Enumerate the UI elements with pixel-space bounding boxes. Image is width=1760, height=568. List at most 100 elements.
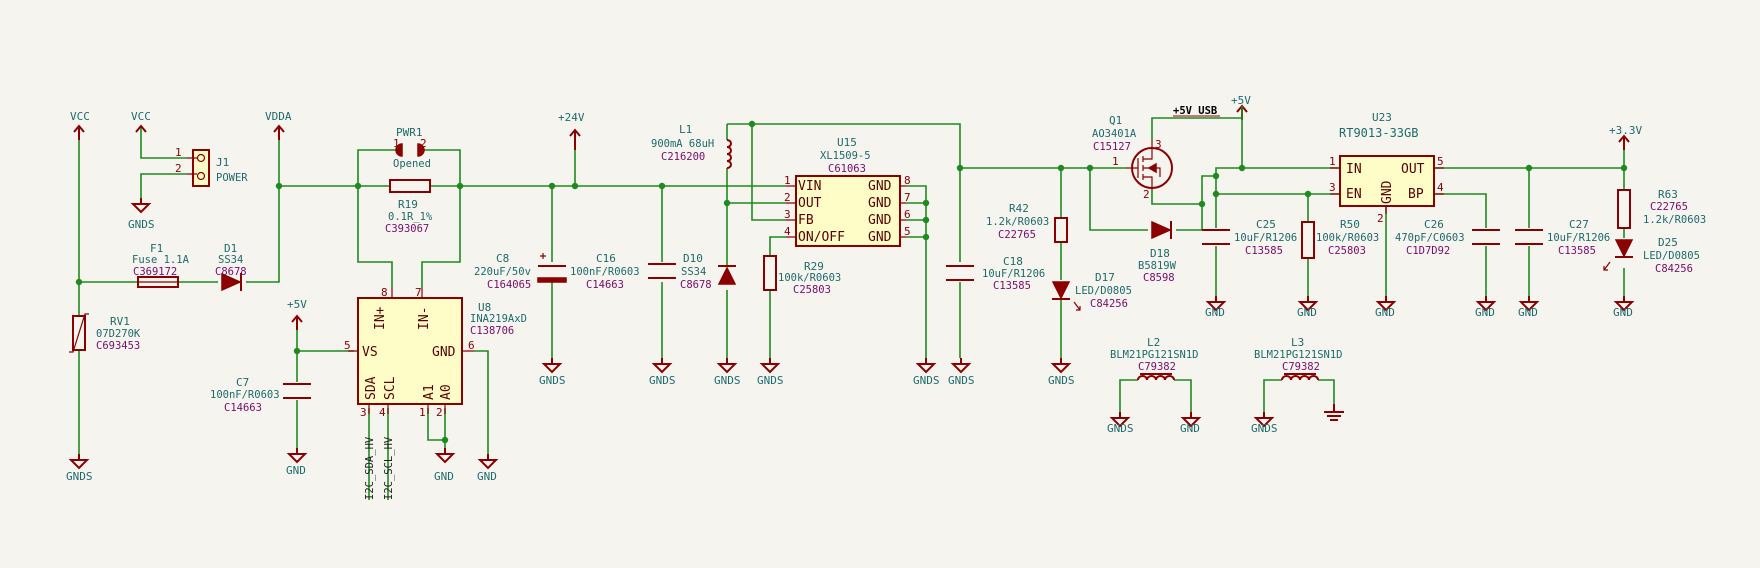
u23-pin-out: OUT <box>1401 162 1425 177</box>
c26-value: 470pF/C0603 <box>1395 232 1465 244</box>
capacitor-c18[interactable]: C18 10uF/R1206 C13585 <box>946 255 1045 292</box>
resistor-r42[interactable]: R42 1.2k/R0603 C22765 <box>986 202 1068 243</box>
gnds-symbol-d10[interactable]: GNDS <box>714 358 741 387</box>
net-label-5v-usb-text: +5V_USB <box>1173 105 1217 117</box>
capacitor-c27[interactable]: C27 10uF/R1206 C13585 <box>1515 218 1610 257</box>
r19-ref: R19 <box>398 198 418 211</box>
ic-u15[interactable]: VIN OUT FB ON/OFF GND GND GND GND 1 2 3 … <box>784 136 911 247</box>
gnd-symbol-u8-gnd[interactable]: GND <box>477 454 499 483</box>
u15-num-8: 8 <box>904 174 911 187</box>
gnd-symbol-u23[interactable]: GND <box>1375 296 1397 319</box>
ic-u23[interactable]: IN EN OUT BP GND 1 3 5 4 2 U23 RT9013-33… <box>1329 111 1444 225</box>
connector-j1[interactable]: 1 2 J1 POWER <box>175 146 248 187</box>
diode-d18[interactable]: D18 B5819W C8598 <box>1138 220 1177 284</box>
u8-ref: U8 <box>478 301 491 314</box>
u15-pin-fb: FB <box>798 213 814 228</box>
c18-value: 10uF/R1206 <box>982 268 1045 280</box>
gnd-symbol-c7[interactable]: GND <box>286 448 308 477</box>
fuse-f1[interactable]: F1 Fuse 1.1A C369172 <box>132 242 190 288</box>
resistor-r63[interactable]: R63 C22765 1.2k/R0603 <box>1617 188 1706 229</box>
jumper-pwr1[interactable]: 1 2 PWR1 Opened <box>393 126 431 170</box>
mosfet-q1[interactable]: 1 2 3 Q1 AO3401A C15127 <box>1092 114 1173 201</box>
u15-pin-onoff: ON/OFF <box>798 230 845 245</box>
gnds-symbol-l3[interactable]: GNDS <box>1251 412 1278 435</box>
ic-u8[interactable]: IN+ IN- VS GND SDA SCL A1 A0 8 7 5 6 3 4… <box>344 286 527 419</box>
capacitor-c7[interactable]: C7 100nF/R0603 C14663 <box>210 376 311 414</box>
gnds-symbol-c16[interactable]: GNDS <box>649 358 676 387</box>
gnds-symbol-c8[interactable]: GNDS <box>539 358 566 387</box>
u8-lcsc: C138706 <box>470 325 514 337</box>
ferrite-l2[interactable]: L2 BLM21PG121SN1D C79382 <box>1110 336 1199 381</box>
u15-ref: U15 <box>837 136 857 149</box>
capacitor-c26[interactable]: C26 470pF/C0603 C1D7D92 <box>1395 218 1500 257</box>
power-flag-5v-c7[interactable]: +5V <box>287 298 307 330</box>
power-flag-24v-label: +24V <box>558 111 585 124</box>
led-d25[interactable]: D25 LED/D0805 C84256 <box>1603 236 1700 275</box>
inductor-l1[interactable]: L1 900mA 68uH C216200 <box>651 123 732 169</box>
r42-ref: R42 <box>1009 202 1029 215</box>
diode-d1[interactable]: D1 SS34 C8678 <box>215 242 247 292</box>
gnds-label-c18: GNDS <box>948 374 975 387</box>
capacitor-c25[interactable]: C25 10uF/R1206 C13585 <box>1202 218 1297 257</box>
capacitor-c8[interactable]: C8 220uF/50v C164065 <box>474 252 567 291</box>
gnd-symbol-u8-a[interactable]: GND <box>434 448 456 483</box>
label-i2c-scl[interactable]: I2C_SCL_HV <box>383 436 395 500</box>
gnd-symbol-d25[interactable]: GND <box>1613 296 1635 319</box>
u23-value: RT9013-33GB <box>1339 126 1418 140</box>
gnd-symbol-l2[interactable]: GND <box>1180 412 1202 435</box>
capacitor-c16[interactable]: C16 100nF/R0603 C14663 <box>570 252 676 291</box>
power-flag-3v3[interactable]: +3.3V <box>1609 124 1642 150</box>
led-d17[interactable]: D17 LED/D0805 C84256 <box>1051 271 1132 311</box>
r50-lcsc: C25803 <box>1328 245 1366 257</box>
power-flag-vcc-left[interactable]: VCC <box>70 110 90 140</box>
gnds-symbol-u15[interactable]: GNDS <box>913 358 940 387</box>
gnds-symbol-r29[interactable]: GNDS <box>757 358 784 387</box>
r63-lcsc: C22765 <box>1650 201 1688 213</box>
ferrite-l3[interactable]: L3 BLM21PG121SN1D C79382 <box>1254 336 1343 381</box>
u15-pin-gnd8: GND <box>868 179 892 194</box>
label-i2c-sda[interactable]: I2C_SDA_HV <box>364 436 376 500</box>
r19-lcsc: C393067 <box>385 223 429 235</box>
f1-lcsc: C369172 <box>133 266 177 278</box>
gnd-label-c27: GND <box>1518 306 1538 319</box>
r50-value: 100k/R0603 <box>1316 232 1379 244</box>
u15-pin-gnd5: GND <box>868 230 892 245</box>
r19-value: 0.1R_1% <box>388 211 433 223</box>
varistor-rv1[interactable]: RV1 07D270K C693453 <box>69 313 141 353</box>
power-flag-24v[interactable]: +24V <box>558 111 585 150</box>
gnds-symbol-l2[interactable]: GNDS <box>1107 412 1134 435</box>
c27-lcsc: C13585 <box>1558 245 1596 257</box>
gnds-label-d10: GNDS <box>714 374 741 387</box>
gnds-symbol-c18[interactable]: GNDS <box>948 358 975 387</box>
gnd-symbol-c25[interactable]: GND <box>1205 296 1227 319</box>
u8-num-a1: 1 <box>419 406 426 419</box>
gnd-symbol-r50[interactable]: GND <box>1297 296 1319 319</box>
rv1-ref: RV1 <box>110 315 130 328</box>
diode-d10[interactable]: D10 SS34 C8678 <box>680 252 737 291</box>
gnds-symbol-d17[interactable]: GNDS <box>1048 358 1075 387</box>
resistor-r19[interactable]: R19 0.1R_1% C393067 <box>385 179 433 235</box>
gnd-symbol-c27[interactable]: GND <box>1518 296 1540 319</box>
power-flag-vcc-j1[interactable]: VCC <box>131 110 151 133</box>
gnds-symbol-rv1[interactable]: GNDS <box>66 454 93 483</box>
l1-lcsc: C216200 <box>661 151 705 163</box>
gnds-label-j1: GNDS <box>128 218 155 231</box>
net-label-5v-usb[interactable]: +5V_USB <box>1173 105 1220 117</box>
d17-lcsc: C84256 <box>1090 298 1128 310</box>
power-flag-vdda[interactable]: VDDA <box>265 110 292 140</box>
power-flag-5v-right[interactable]: +5V <box>1231 94 1251 120</box>
resistor-r29[interactable]: R29 100k/R0603 C25803 <box>763 255 841 296</box>
d18-ref: D18 <box>1150 247 1170 260</box>
gnds-label-l2: GNDS <box>1107 422 1134 435</box>
u8-pin-inp: IN+ <box>373 306 388 330</box>
resistor-r50[interactable]: R50 100k/R0603 C25803 <box>1301 218 1379 259</box>
gnd-symbol-c26[interactable]: GND <box>1475 296 1497 319</box>
junction-dots <box>75 120 1628 444</box>
c26-lcsc: C1D7D92 <box>1406 245 1450 257</box>
gnds-label-rv1: GNDS <box>66 470 93 483</box>
u15-pin-gnd6: GND <box>868 213 892 228</box>
chassis-ground-l3[interactable] <box>1324 404 1344 421</box>
gnds-symbol-j1[interactable]: GNDS <box>128 198 155 231</box>
u8-num-gnd: 6 <box>468 339 475 352</box>
